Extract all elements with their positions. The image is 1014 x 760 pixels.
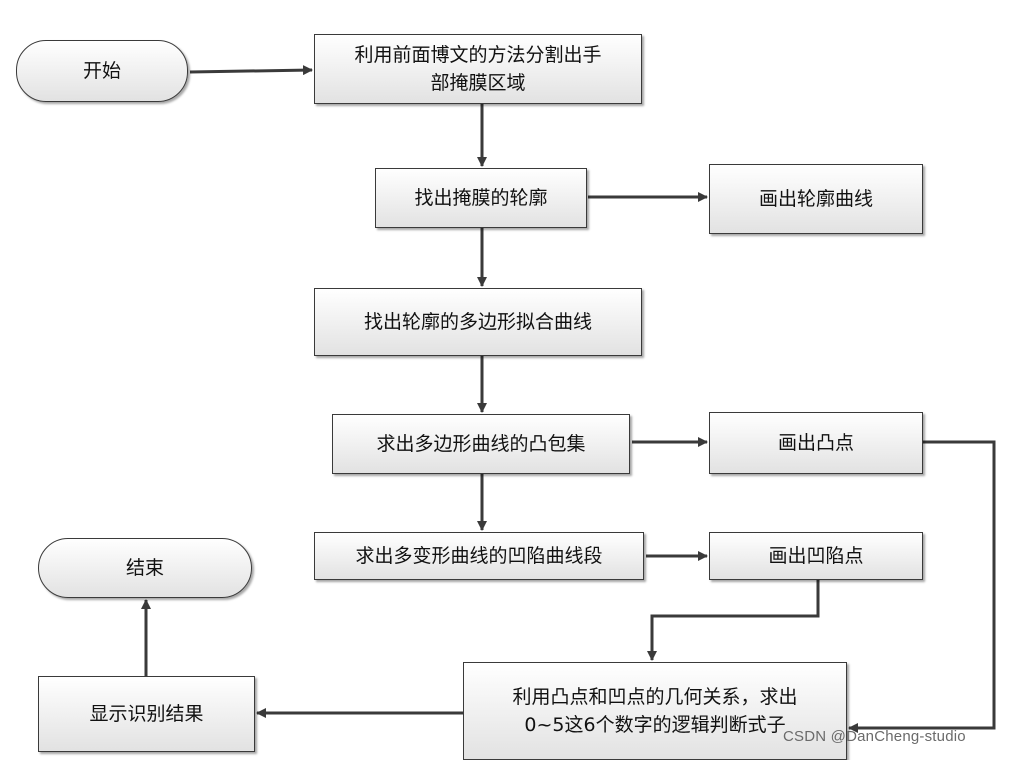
start-node: 开始 [16, 40, 188, 102]
concave-segment-label: 求出多变形曲线的凹陷曲线段 [355, 545, 603, 567]
draw-contour-node: 画出轮廓曲线 [709, 164, 923, 234]
end-node: 结束 [38, 538, 252, 598]
segment-hand-mask-line1: 利用前面博文的方法分割出手 [354, 44, 602, 66]
find-contour-node: 找出掩膜的轮廓 [375, 168, 587, 228]
polygon-fit-label: 找出轮廓的多边形拟合曲线 [363, 311, 592, 333]
draw-contour-label: 画出轮廓曲线 [758, 188, 873, 210]
logic-rules-line1: 利用凸点和凹点的几何关系，求出 [512, 686, 798, 708]
end-label: 结束 [125, 557, 164, 579]
draw-concave-points-node: 画出凹陷点 [709, 532, 923, 580]
draw-concave-points-label: 画出凹陷点 [768, 545, 864, 567]
arrow-start-to-step1 [189, 65, 313, 76]
logic-rules-line2: 0~5这6个数字的逻辑判断式子 [524, 714, 786, 736]
start-label: 开始 [82, 60, 121, 82]
logic-rules-node: 利用凸点和凹点的几何关系，求出 0~5这6个数字的逻辑判断式子 [463, 662, 847, 760]
segment-hand-mask-node: 利用前面博文的方法分割出手 部掩膜区域 [314, 34, 642, 104]
show-result-label: 显示识别结果 [89, 703, 204, 725]
watermark: CSDN @DanCheng-studio [783, 728, 966, 745]
draw-convex-points-label: 画出凸点 [777, 432, 854, 454]
polygon-fit-node: 找出轮廓的多边形拟合曲线 [314, 288, 642, 356]
show-result-node: 显示识别结果 [38, 676, 255, 752]
find-contour-label: 找出掩膜的轮廓 [414, 187, 548, 209]
segment-hand-mask-line2: 部掩膜区域 [430, 72, 526, 94]
convex-hull-node: 求出多边形曲线的凸包集 [332, 414, 630, 474]
draw-convex-points-node: 画出凸点 [709, 412, 923, 474]
convex-hull-label: 求出多边形曲线的凸包集 [376, 433, 586, 455]
arrow-drawconcave-to-logic [647, 580, 820, 661]
arrow-drawconvex-to-logic [848, 440, 996, 733]
concave-segment-node: 求出多变形曲线的凹陷曲线段 [314, 532, 644, 580]
